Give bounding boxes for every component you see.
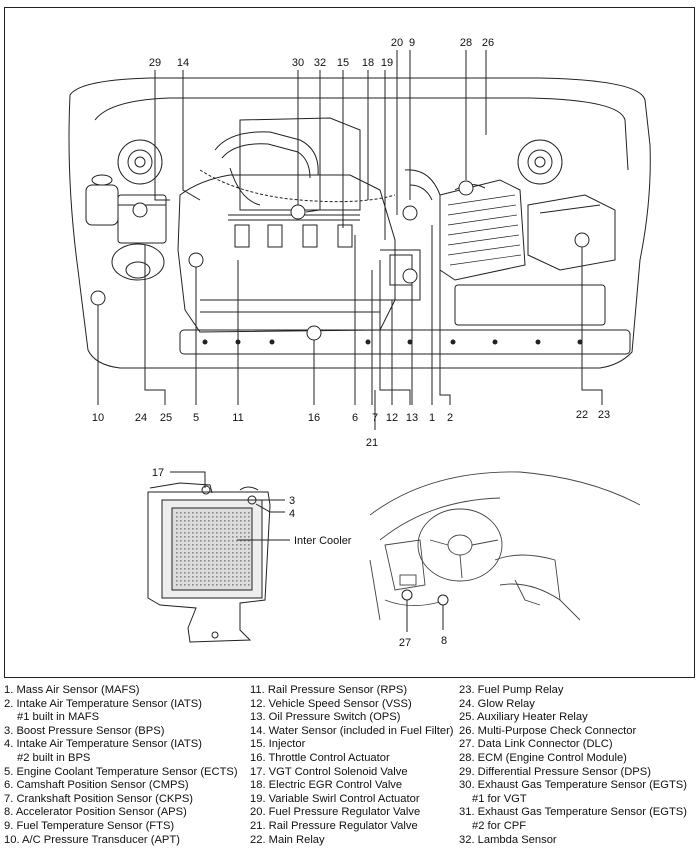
cabin-illustration — [369, 471, 641, 621]
callout-17: 17 — [152, 467, 164, 479]
legend-item: 21. Rail Pressure Regulator Valve — [250, 819, 418, 832]
legend-item: 3. Boost Pressure Sensor (BPS) — [4, 724, 165, 737]
legend-item: 16. Throttle Control Actuator — [250, 751, 390, 764]
legend-item: 2. Intake Air Temperature Sensor (IATS) — [4, 697, 202, 710]
legend-item-note: #2 for CPF — [472, 819, 527, 832]
intercooler-leaders — [170, 471, 290, 541]
legend-item: 5. Engine Coolant Temperature Sensor (EC… — [4, 765, 238, 778]
legend-item: 20. Fuel Pressure Regulator Valve — [250, 806, 421, 819]
legend-item: 18. Electric EGR Control Valve — [250, 779, 403, 792]
legend-item: 19. Variable Swirl Control Actuator — [250, 792, 420, 805]
callout-6: 6 — [352, 412, 358, 424]
callout-27: 27 — [399, 637, 411, 649]
cabin-markers — [401, 589, 449, 606]
callout-26: 26 — [482, 37, 494, 49]
callout-28: 28 — [460, 37, 472, 49]
legend-item: 10. A/C Pressure Transducer (APT) — [4, 833, 180, 846]
callout-21: 21 — [366, 437, 378, 449]
callout-15: 15 — [337, 57, 349, 69]
callout-30: 30 — [292, 57, 304, 69]
legend-item: 22. Main Relay — [250, 833, 325, 846]
callout-24: 24 — [135, 412, 147, 424]
engine-bay-illustration — [68, 77, 651, 369]
callout-19: 19 — [381, 57, 393, 69]
legend-item: 14. Water Sensor (included in Fuel Filte… — [250, 724, 454, 737]
legend-item-note: #2 built in BPS — [17, 751, 91, 764]
legend-item-note: #1 built in MAFS — [17, 711, 100, 724]
legend-item: 25. Auxiliary Heater Relay — [459, 711, 588, 724]
legend-item: 11. Rail Pressure Sensor (RPS) — [250, 684, 408, 696]
callout-10: 10 — [92, 412, 104, 424]
callout-2: 2 — [447, 412, 453, 424]
legend-item: 24. Glow Relay — [459, 697, 535, 710]
callout-12: 12 — [386, 412, 398, 424]
intercooler-core-pattern — [176, 512, 250, 586]
legend-item: 23. Fuel Pump Relay — [459, 684, 564, 696]
intercooler-label: Inter Cooler — [294, 535, 352, 547]
legend-item: 17. VGT Control Solenoid Valve — [250, 765, 408, 778]
callout-25: 25 — [160, 412, 172, 424]
legend-item: 13. Oil Pressure Switch (OPS) — [250, 711, 401, 724]
legend-column-2: 11. Rail Pressure Sensor (RPS)12. Vehicl… — [250, 684, 454, 847]
callout-8: 8 — [441, 635, 447, 647]
legend-item: 7. Crankshaft Position Sensor (CKPS) — [4, 792, 194, 805]
legend-item: 30. Exhaust Gas Temperature Sensor (EGTS… — [459, 779, 687, 792]
callout-13: 13 — [406, 412, 418, 424]
callout-5: 5 — [193, 412, 199, 424]
engine-bay-diagram: 29 14 30 32 15 18 19 20 9 28 26 10 24 25… — [68, 37, 651, 649]
callout-3: 3 — [289, 495, 295, 507]
legend-item-note: #1 for VGT — [472, 792, 527, 805]
legend-item: 1. Mass Air Sensor (MAFS) — [4, 684, 140, 696]
intercooler-illustration — [147, 482, 271, 643]
legend-item: 29. Differential Pressure Sensor (DPS) — [459, 765, 651, 778]
legend-item: 27. Data Link Connector (DLC) — [459, 738, 613, 751]
legend-column-1: 1. Mass Air Sensor (MAFS)2. Intake Air T… — [4, 684, 238, 847]
sensor-markers — [90, 180, 590, 341]
legend-item: 9. Fuel Temperature Sensor (FTS) — [4, 819, 175, 832]
callout-14: 14 — [177, 57, 189, 69]
callout-29: 29 — [149, 57, 161, 69]
legend-item: 15. Injector — [250, 738, 306, 751]
legend-item: 31. Exhaust Gas Temperature Sensor (EGTS… — [459, 806, 687, 819]
legend-item: 6. Camshaft Position Sensor (CMPS) — [4, 779, 189, 792]
callout-18: 18 — [362, 57, 374, 69]
callout-7: 7 — [372, 412, 378, 424]
legend-item: 12. Vehicle Speed Sensor (VSS) — [250, 697, 412, 710]
callout-4: 4 — [289, 508, 295, 520]
legend-item: 26. Multi-Purpose Check Connector — [459, 724, 637, 737]
callout-9: 9 — [409, 37, 415, 49]
callout-32: 32 — [314, 57, 326, 69]
leader-lines — [97, 50, 603, 430]
legend-item: 8. Accelerator Position Sensor (APS) — [4, 806, 187, 819]
legend-item: 32. Lambda Sensor — [459, 833, 557, 846]
callout-11: 11 — [232, 412, 243, 424]
callout-20: 20 — [391, 37, 403, 49]
legend-item: 28. ECM (Engine Control Module) — [459, 751, 627, 764]
callout-16: 16 — [308, 412, 320, 424]
legend: 1. Mass Air Sensor (MAFS)2. Intake Air T… — [4, 684, 696, 856]
callout-23: 23 — [598, 409, 610, 421]
callout-1: 1 — [429, 412, 435, 424]
diagram-frame — [4, 7, 695, 678]
legend-item: 4. Intake Air Temperature Sensor (IATS) — [4, 738, 202, 751]
callout-22: 22 — [576, 409, 588, 421]
